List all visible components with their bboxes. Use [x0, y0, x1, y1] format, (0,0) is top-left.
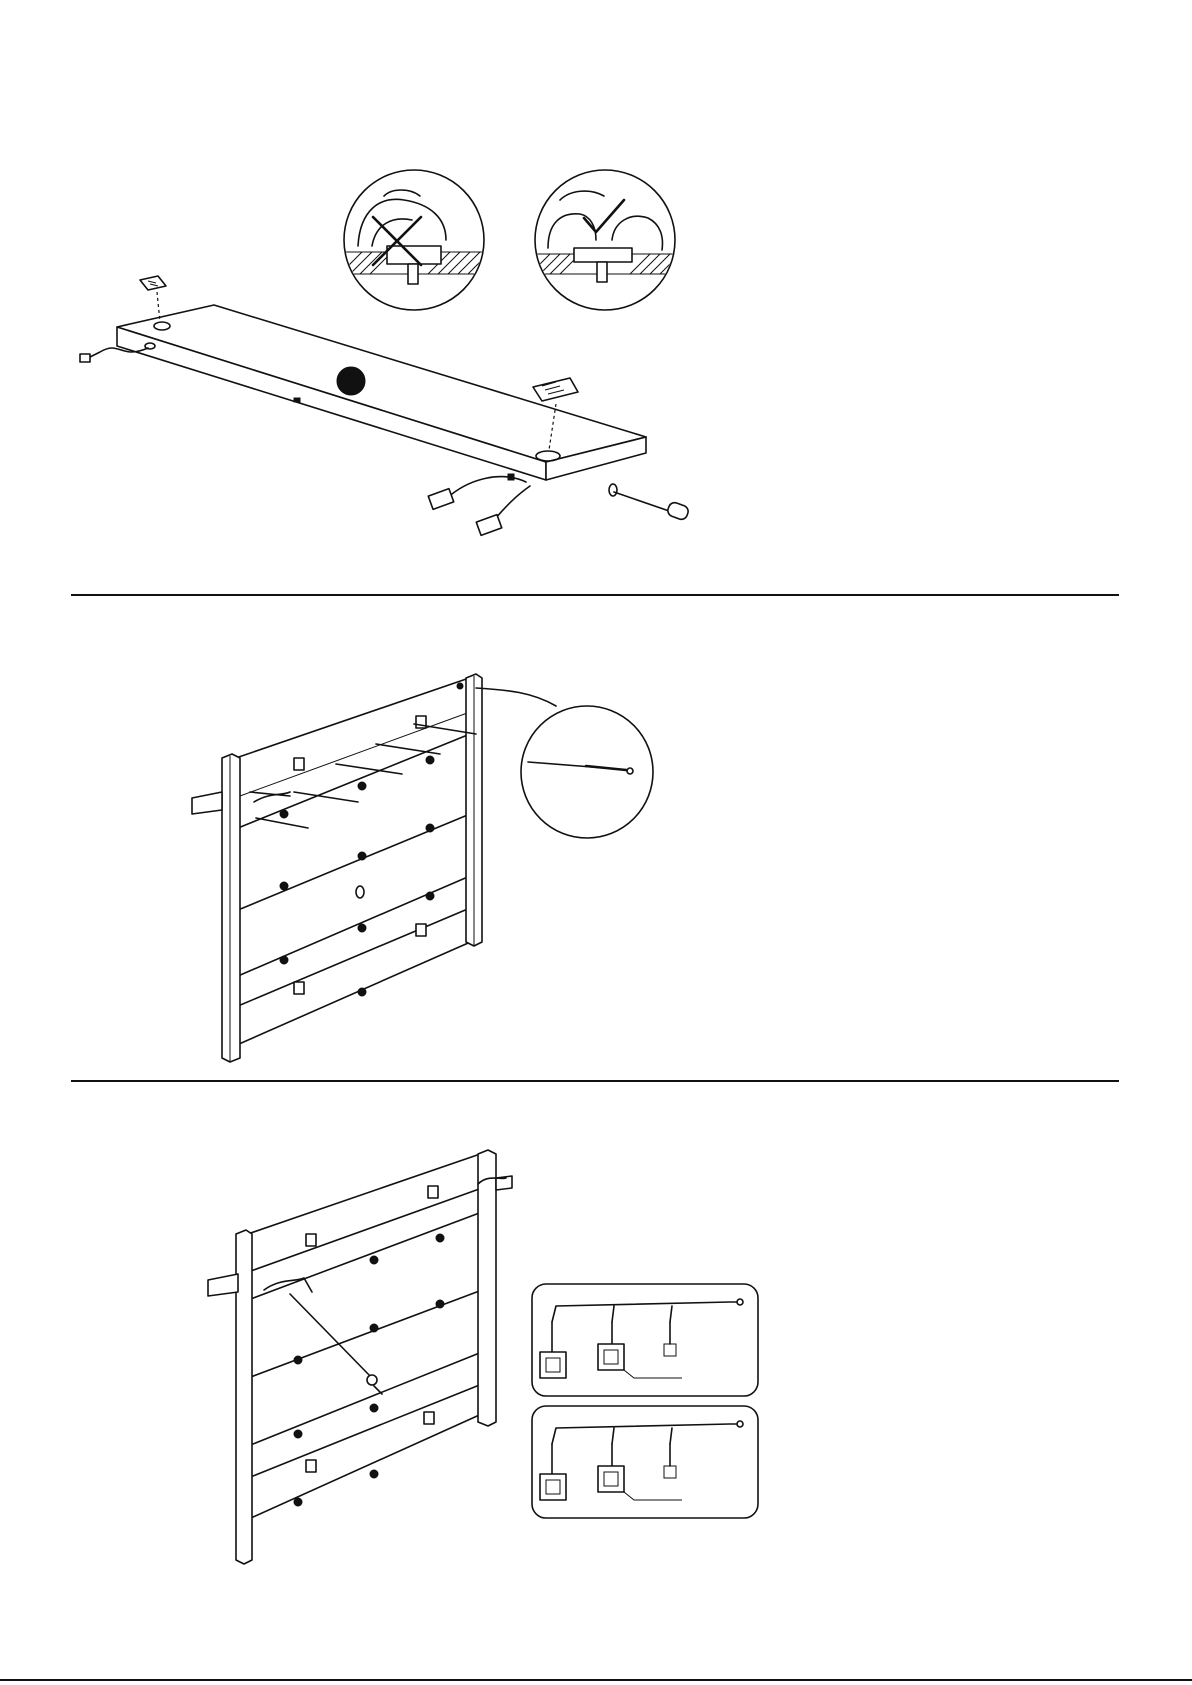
part-marker-dot	[337, 367, 365, 395]
step-insert-screws-illustration	[0, 596, 1192, 1080]
long-board-panel	[117, 305, 646, 496]
wrong-method-detail	[340, 170, 490, 310]
correct-method-detail	[530, 170, 680, 310]
small-fitting-left	[140, 276, 166, 322]
page-bottom-rule	[0, 1679, 1192, 1681]
step-insert-screws	[0, 596, 1192, 1080]
back-panel-rear-view	[242, 1152, 486, 1522]
right-side-rail	[466, 674, 482, 946]
screw-detail-zoom	[476, 688, 653, 838]
left-side-rail	[222, 754, 240, 1062]
back-panel	[230, 676, 475, 1048]
step-install-fittings-illustration	[0, 0, 1192, 594]
cable-end-plug	[614, 492, 690, 521]
step-install-fittings	[0, 0, 1192, 594]
cable-front-connectors	[428, 477, 530, 536]
step-connect-wiring	[0, 1082, 1192, 1685]
wiring-diagram-2	[532, 1406, 758, 1518]
wiring-diagram-1	[532, 1284, 758, 1396]
step-connect-wiring-illustration	[0, 1082, 1192, 1685]
crossbar-stub	[192, 792, 222, 814]
check-icon	[584, 200, 624, 232]
right-side-rail	[478, 1150, 496, 1426]
